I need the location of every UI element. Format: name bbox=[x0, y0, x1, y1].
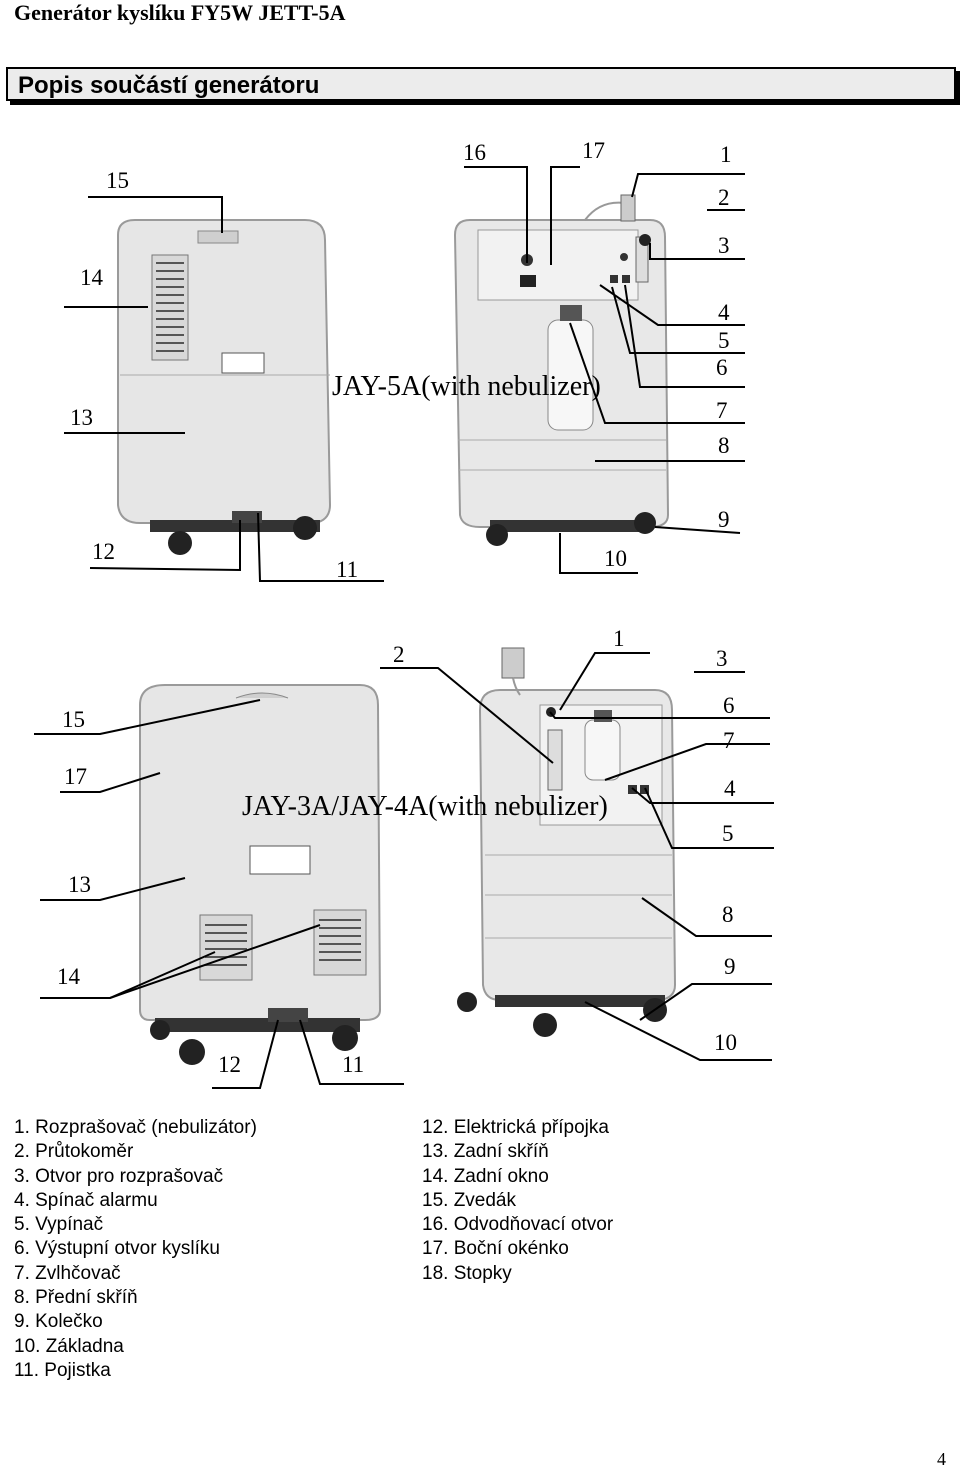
callout-leader-lines-2 bbox=[34, 652, 774, 1089]
parts-legend-right: 12. Elektrická přípojka 13. Zadní skříň … bbox=[422, 1116, 613, 1286]
callout-16: 16 bbox=[463, 140, 486, 165]
figure-jay-5a: 16 17 1 15 2 3 14 4 5 6 13 7 8 9 12 10 1… bbox=[0, 125, 960, 605]
callout-5: 5 bbox=[722, 821, 734, 846]
legend-item: 11. Pojistka bbox=[14, 1359, 111, 1381]
model-label-jay-3a-4a: JAY-3A/JAY-4A(with nebulizer) bbox=[242, 791, 608, 822]
legend-item: 16. Odvodňovací otvor bbox=[422, 1214, 614, 1236]
callout-14: 14 bbox=[57, 964, 81, 989]
back-unit-illustration bbox=[117, 219, 332, 555]
legend-item: 14. Zadní okno bbox=[422, 1165, 549, 1187]
callout-17: 17 bbox=[64, 764, 87, 789]
model-label-jay-5a: JAY-5A(with nebulizer) bbox=[332, 371, 601, 402]
callout-6: 6 bbox=[716, 355, 728, 380]
legend-item: 12. Elektrická přípojka bbox=[422, 1117, 609, 1138]
callout-6: 6 bbox=[723, 693, 735, 718]
callout-3: 3 bbox=[716, 646, 728, 671]
callout-9: 9 bbox=[718, 507, 730, 532]
callout-15: 15 bbox=[62, 707, 85, 732]
callout-labels-2: 1 2 3 15 6 7 17 4 5 13 8 14 9 10 12 11 bbox=[57, 626, 737, 1077]
callout-7: 7 bbox=[723, 728, 735, 753]
legend-item: 17. Boční okénko bbox=[422, 1238, 569, 1260]
callout-13: 13 bbox=[68, 872, 91, 897]
callout-8: 8 bbox=[718, 433, 730, 458]
legend-item: 5. Vypínač bbox=[14, 1214, 104, 1236]
legend-item: 13. Zadní skříň bbox=[422, 1141, 549, 1163]
callout-7: 7 bbox=[716, 398, 728, 423]
callout-12: 12 bbox=[218, 1052, 241, 1077]
callout-1: 1 bbox=[720, 142, 732, 167]
front-unit-illustration-2 bbox=[457, 647, 677, 1037]
section-header: Popis součástí generátoru bbox=[6, 67, 956, 101]
parts-legend-left: 1. Rozprašovač (nebulizátor) 2. Průtokom… bbox=[14, 1116, 257, 1383]
callout-12: 12 bbox=[92, 539, 115, 564]
legend-item: 18. Stopky bbox=[422, 1262, 512, 1284]
document-title: Generátor kyslíku FY5W JETT-5A bbox=[14, 0, 346, 25]
callout-17: 17 bbox=[582, 138, 605, 163]
callout-13: 13 bbox=[70, 405, 93, 430]
callout-leader-lines bbox=[64, 166, 745, 582]
figure-jay-3a-4a: 1 2 3 15 6 7 17 4 5 13 8 14 9 10 12 11 J… bbox=[0, 620, 960, 1100]
legend-item: 9. Kolečko bbox=[14, 1311, 103, 1333]
figure-jay-3a-4a-drawing: 1 2 3 15 6 7 17 4 5 13 8 14 9 10 12 11 J… bbox=[34, 626, 774, 1089]
callout-10: 10 bbox=[714, 1030, 737, 1055]
legend-item: 7. Zvlhčovač bbox=[14, 1262, 121, 1284]
callout-2: 2 bbox=[718, 185, 730, 210]
figure-jay-5a-drawing: 16 17 1 15 2 3 14 4 5 6 13 7 8 9 12 10 1… bbox=[64, 138, 745, 582]
legend-item: 6. Výstupní otvor kyslíku bbox=[14, 1238, 220, 1260]
legend-item: 10. Základna bbox=[14, 1335, 124, 1357]
callout-5: 5 bbox=[718, 328, 730, 353]
callout-15: 15 bbox=[106, 168, 129, 193]
callout-11: 11 bbox=[342, 1052, 364, 1077]
callout-4: 4 bbox=[718, 300, 730, 325]
callout-9: 9 bbox=[724, 954, 736, 979]
callout-labels: 16 17 1 15 2 3 14 4 5 6 13 7 8 9 12 10 1… bbox=[70, 138, 732, 582]
callout-14: 14 bbox=[80, 265, 104, 290]
legend-item: 8. Přední skříň bbox=[14, 1287, 138, 1309]
legend-item: 3. Otvor pro rozprašovač bbox=[14, 1165, 224, 1187]
callout-3: 3 bbox=[718, 233, 730, 258]
callout-4: 4 bbox=[724, 776, 736, 801]
callout-2: 2 bbox=[393, 642, 405, 667]
legend-item: 15. Zvedák bbox=[422, 1189, 516, 1211]
callout-10: 10 bbox=[604, 546, 627, 571]
callout-11: 11 bbox=[336, 557, 358, 582]
callout-1: 1 bbox=[613, 626, 625, 651]
page-number: 4 bbox=[937, 1449, 946, 1469]
callout-8: 8 bbox=[722, 902, 734, 927]
section-title: Popis součástí generátoru bbox=[18, 72, 320, 99]
back-unit-illustration-2 bbox=[139, 684, 382, 1065]
legend-item: 1. Rozprašovač (nebulizátor) bbox=[14, 1117, 257, 1138]
legend-item: 2. Průtokoměr bbox=[14, 1141, 134, 1163]
legend-item: 4. Spínač alarmu bbox=[14, 1189, 158, 1211]
